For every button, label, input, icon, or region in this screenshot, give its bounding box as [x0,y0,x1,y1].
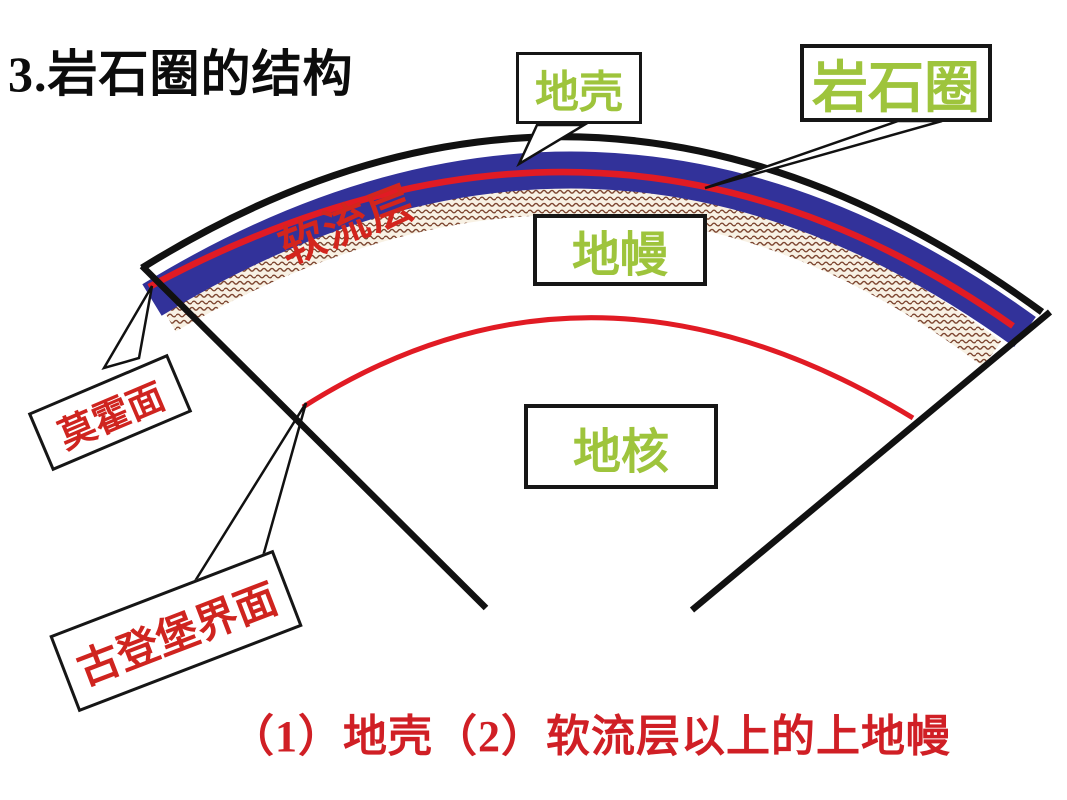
crust-label: 地壳 [535,68,623,117]
fan-right-edge [689,309,1053,613]
gutenberg-line [301,315,915,421]
core-label-box: 地核 [524,404,718,489]
fan-left-edge [139,263,489,611]
mantle-label: 地幔 [571,229,668,282]
summary-note: （1）地壳（2）软流层以上的上地幔 [230,712,951,761]
lithosphere-callout-wedge [704,119,943,190]
crust-callout-wedge [516,123,589,168]
moho-line [147,168,1015,329]
crust-label-box: 地壳 [516,52,642,124]
lithosphere-label: 岩石圈 [812,57,980,120]
lithosphere-label-box: 岩石圈 [800,44,992,122]
moho-callout-wedge [101,285,154,371]
asthenosphere-band [160,184,1002,367]
surface-arc [140,133,1045,315]
mantle-label-box: 地幔 [533,214,707,286]
page-title: 3.岩石圈的结构 [8,46,354,102]
core-label: 地核 [572,425,669,479]
